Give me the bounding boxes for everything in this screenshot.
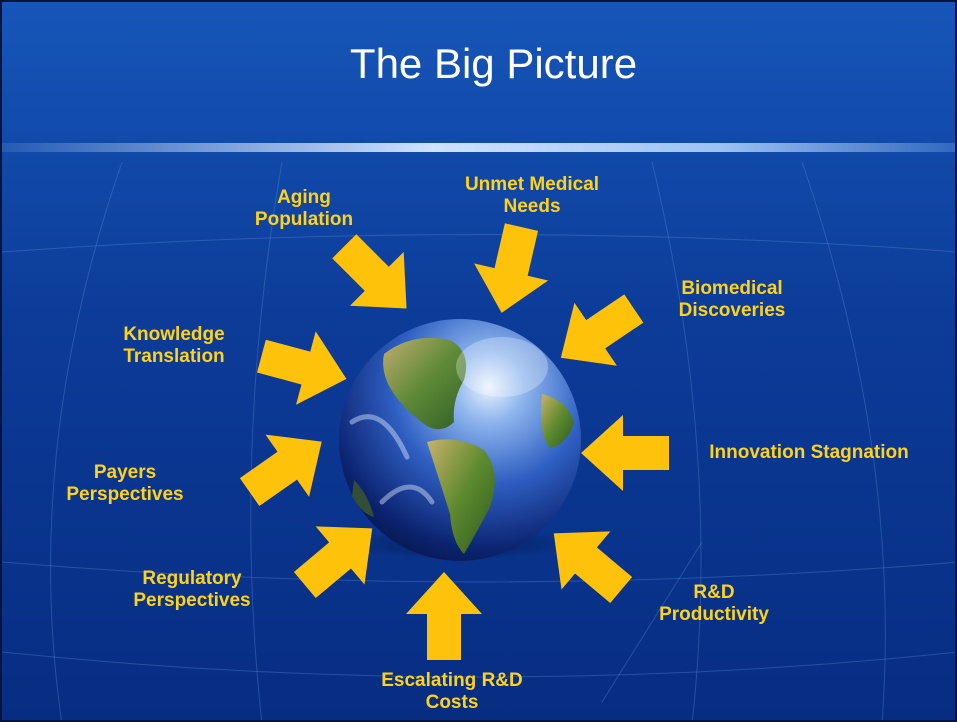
label-rnd-productivity: R&D Productivity bbox=[659, 582, 769, 625]
label-regulatory-perspectives: Regulatory Perspectives bbox=[133, 568, 251, 611]
arrow-down-icon bbox=[464, 218, 559, 322]
label-biomedical-discoveries: Biomedical Discoveries bbox=[678, 278, 786, 321]
title-divider bbox=[2, 143, 955, 152]
arrow-up-icon bbox=[406, 572, 482, 660]
label-unmet-medical-needs: Unmet Medical Needs bbox=[464, 174, 600, 217]
label-payers-perspectives: Payers Perspectives bbox=[66, 462, 184, 505]
arrow-left-icon bbox=[581, 415, 669, 491]
label-knowledge-translation: Knowledge Translation bbox=[123, 324, 225, 367]
arrow-right-icon bbox=[227, 410, 344, 524]
arrow-right-icon bbox=[251, 319, 357, 416]
arrow-right-icon bbox=[317, 219, 434, 336]
label-aging-population: Aging Population bbox=[254, 187, 354, 230]
globe-icon bbox=[339, 319, 581, 561]
label-escalating-rnd-costs: Escalating R&D Costs bbox=[381, 670, 523, 713]
slide-title: The Big Picture bbox=[349, 40, 638, 87]
label-innovation-stagnation: Innovation Stagnation bbox=[709, 442, 909, 463]
